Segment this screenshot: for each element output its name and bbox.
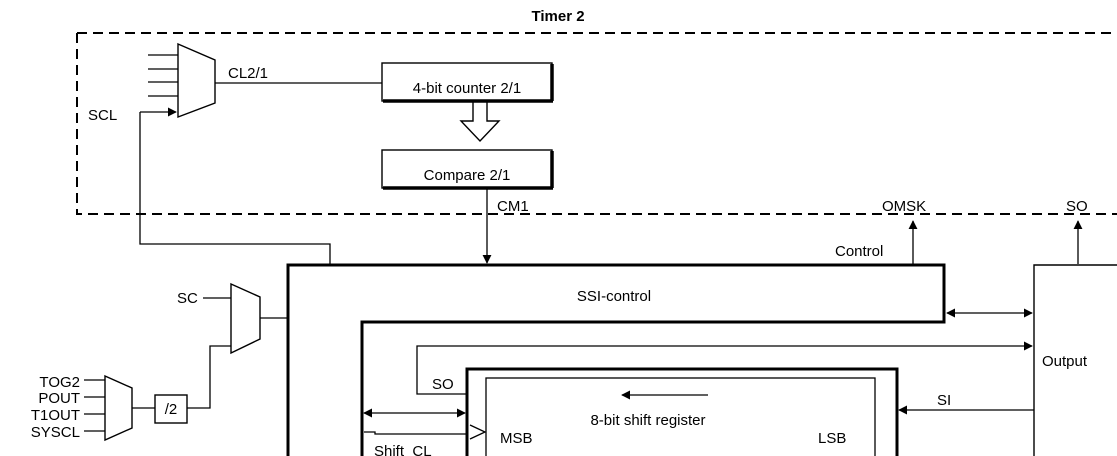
divider-box <box>154 394 188 424</box>
counter-label: 4-bit counter 2/1 <box>413 80 521 97</box>
si-label: SI <box>937 392 951 409</box>
shift-register-inner <box>485 377 876 456</box>
shift-register-outer <box>465 367 899 456</box>
input-tog2: TOG2 <box>39 374 80 391</box>
cm1-label: CM1 <box>497 198 529 215</box>
input-pout: POUT <box>38 390 80 407</box>
sc-label: SC <box>177 290 198 307</box>
sc-mux <box>230 282 261 355</box>
ssi-control-label: SSI-control <box>577 288 651 305</box>
timer-mux-inputs <box>148 54 178 97</box>
cl2-label: CL2/1 <box>228 65 268 82</box>
compare-label: Compare 2/1 <box>424 167 511 184</box>
output-block <box>1033 264 1117 456</box>
so-output-label: SO <box>1066 198 1088 215</box>
scl-label: SCL <box>88 107 117 124</box>
shift-clock-triangle <box>469 424 487 440</box>
lsb-label: LSB <box>818 430 846 447</box>
msb-label: MSB <box>500 430 533 447</box>
shift-clock-label: Shift_CL <box>374 443 432 456</box>
counter-to-compare-arrow <box>459 101 501 143</box>
divider-to-sc-mux <box>187 345 231 409</box>
shift-register-label: 8-bit shift register <box>590 412 705 429</box>
so-feedback-line <box>416 341 1033 395</box>
output-label: Output <box>1042 353 1088 370</box>
timer-mux <box>177 42 216 119</box>
control-label: Control <box>835 243 883 260</box>
so-feedback-label: SO <box>432 376 454 393</box>
timer2-title: Timer 2 <box>531 8 584 25</box>
ssi-control-block <box>286 263 946 456</box>
input-t1out: T1OUT <box>31 407 80 424</box>
divider-label: /2 <box>165 401 178 418</box>
input-syscl: SYSCL <box>31 424 80 441</box>
omsk-label: OMSK <box>882 198 926 215</box>
timer2-boundary <box>76 32 1117 215</box>
clock-source-inputs <box>84 379 105 432</box>
shift-clock-line <box>364 431 468 435</box>
scl-feedback-line <box>139 112 331 264</box>
clock-source-mux <box>104 374 133 442</box>
